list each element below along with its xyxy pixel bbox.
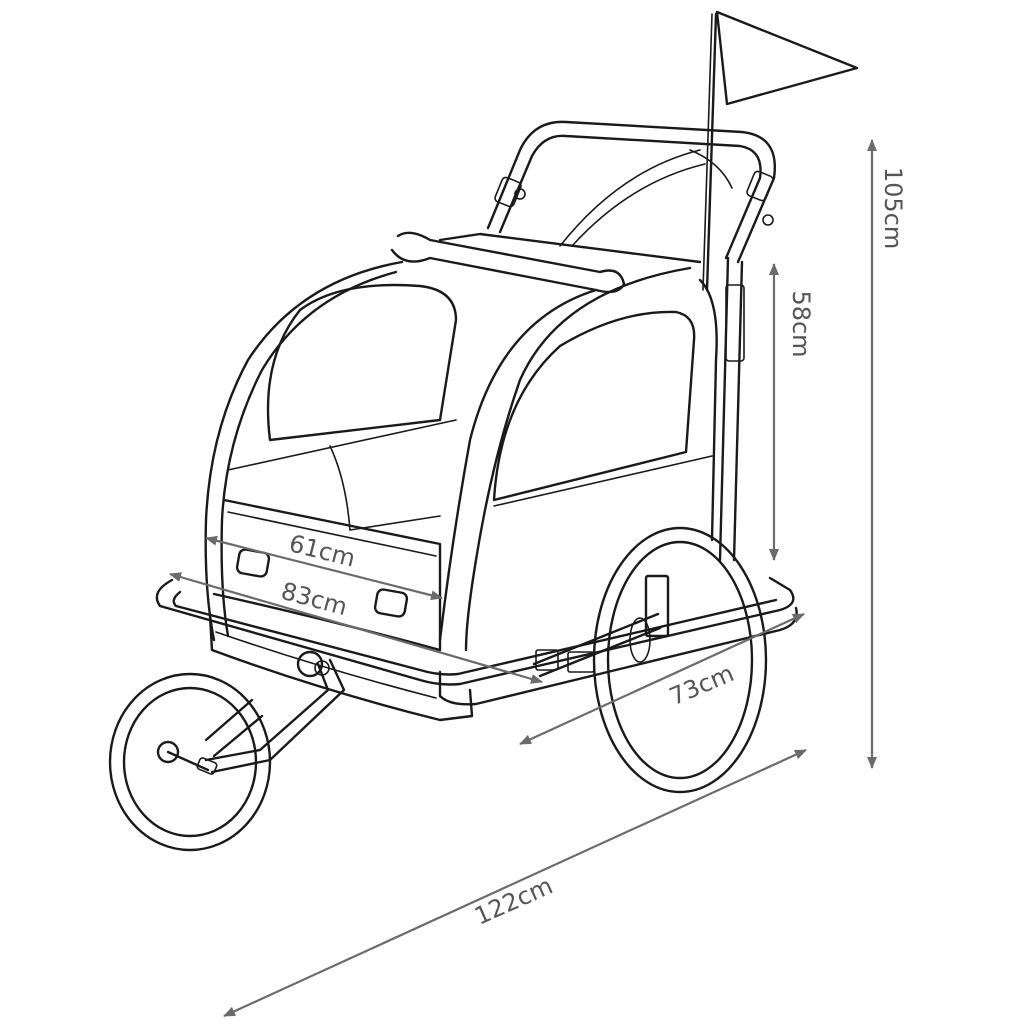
dimension-total-height: 105cm — [867, 139, 907, 769]
dimension-label-total-height: 105cm — [879, 167, 907, 249]
front-wheel-assembly — [108, 650, 346, 852]
dimension-label-total-length: 122cm — [470, 872, 557, 931]
trailer-body — [204, 231, 718, 722]
dimension-label-seat-height: 58cm — [787, 290, 815, 357]
push-handle — [486, 120, 776, 562]
dimension-wheelbase-width: 73cm — [519, 612, 805, 746]
dimension-seat-height: 58cm — [769, 263, 815, 561]
flag-icon — [702, 10, 859, 292]
canopy — [559, 149, 733, 247]
dimension-label-wheelbase-width: 73cm — [665, 659, 738, 711]
dimension-label-inner-width: 61cm — [286, 529, 358, 572]
bike-trailer-drawing — [108, 10, 859, 852]
dimension-total-length: 122cm — [223, 748, 807, 1018]
dimension-label-outer-width: 83cm — [278, 577, 350, 621]
rear-wheel — [592, 526, 768, 794]
